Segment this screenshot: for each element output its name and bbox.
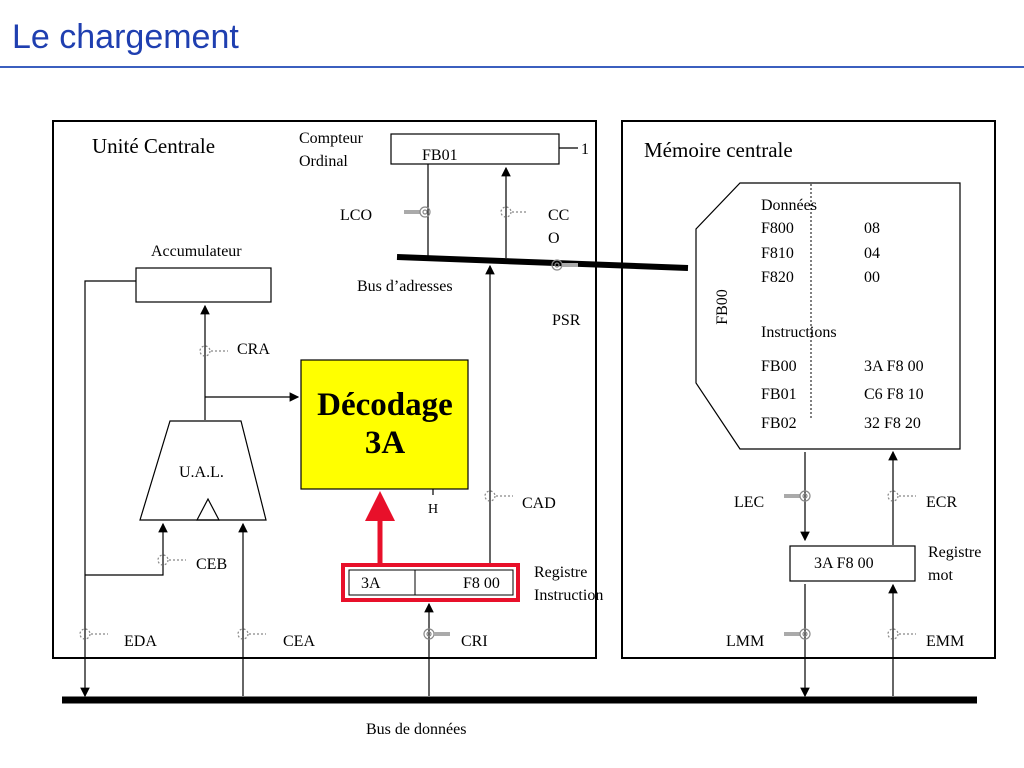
gate-emm-icon [887,628,916,640]
gate-lco-icon [404,206,431,218]
word-register-label-line1: Registre [928,544,982,561]
decoder-code: 3A [364,425,406,461]
gate-cea-icon [237,628,266,640]
instruction-register-outline [341,563,520,602]
ecr-label: ECR [926,494,958,511]
instr-row-addr: FB00 [761,358,797,375]
cpu-label: Unité Centrale [92,134,216,158]
data-row-val: 04 [864,245,880,262]
cea-label: CEA [283,633,315,650]
decoder-title: Décodage [317,387,453,424]
gate-ceb-icon [157,554,186,566]
address-bus-line [396,254,689,271]
lmm-label: LMM [726,633,765,650]
gate-eda-icon [79,628,108,640]
cri-label: CRI [461,633,488,650]
data-header: Données [761,197,817,214]
instruction-register-label-line2: Instruction [534,587,604,604]
eda-label: EDA [124,633,157,650]
memory-label: Mémoire centrale [644,138,793,162]
gate-cra-icon [199,345,228,357]
lco-label: LCO [340,207,372,224]
title-rule [0,66,1024,68]
psr-label: PSR [552,312,581,329]
instruction-register-code: 3A [361,575,381,592]
instr-row-val: 32 F8 20 [864,415,921,432]
instr-row-val: C6 F8 10 [864,386,924,403]
alu-shape [139,420,267,521]
data-row-val: 08 [864,220,880,237]
data-row-addr: F800 [761,220,794,237]
instruction-register-label-line1: Registre [534,564,588,581]
instr-header: Instructions [761,324,837,341]
word-register-value: 3A F8 00 [814,555,874,572]
decoder-text: Décodage 3A [302,361,468,489]
counter-increment: 1 [581,141,589,158]
counter-register [390,133,560,165]
data-row-val: 00 [864,269,880,286]
counter-value: FB01 [422,147,458,164]
memory-address-vertical: FB00 [714,289,731,325]
cpu-frame [52,120,597,659]
word-register-label-line2: mot [928,567,953,584]
accumulator-register [135,267,272,303]
cad-label: CAD [522,495,556,512]
gate-lmm-icon [784,628,811,640]
memory-frame [621,120,996,659]
instr-row-addr: FB02 [761,415,797,432]
counter-label-line1: Compteur [299,130,363,147]
accumulator-label: Accumulateur [151,243,242,260]
lec-label: LEC [734,494,765,511]
cco-label-line1: CC [548,207,570,224]
cco-label-line2: O [548,230,560,247]
gate-cad-icon [484,490,513,502]
word-register [789,545,916,582]
emm-label: EMM [926,633,965,650]
memory-array [695,182,961,450]
gate-cri-icon [423,628,450,640]
cra-label: CRA [237,341,270,358]
ceb-label: CEB [196,556,228,573]
data-row-addr: F820 [761,269,794,286]
data-row-addr: F810 [761,245,794,262]
address-bus-label: Bus d’adresses [357,278,453,295]
data-bus-label: Bus de données [366,721,467,738]
gate-cco-icon [500,206,528,218]
counter-label-line2: Ordinal [299,153,348,170]
instr-row-val: 3A F8 00 [864,358,924,375]
alu-label: U.A.L. [179,464,224,481]
instruction-register-operand: F8 00 [463,575,500,592]
page-title: Le chargement [12,18,239,56]
decoder-box [300,359,469,490]
gate-lec-icon [784,490,811,502]
gate-psr-icon [551,259,578,271]
gate-ecr-icon [887,490,916,502]
instr-row-addr: FB01 [761,386,797,403]
h-label: H [428,502,439,517]
